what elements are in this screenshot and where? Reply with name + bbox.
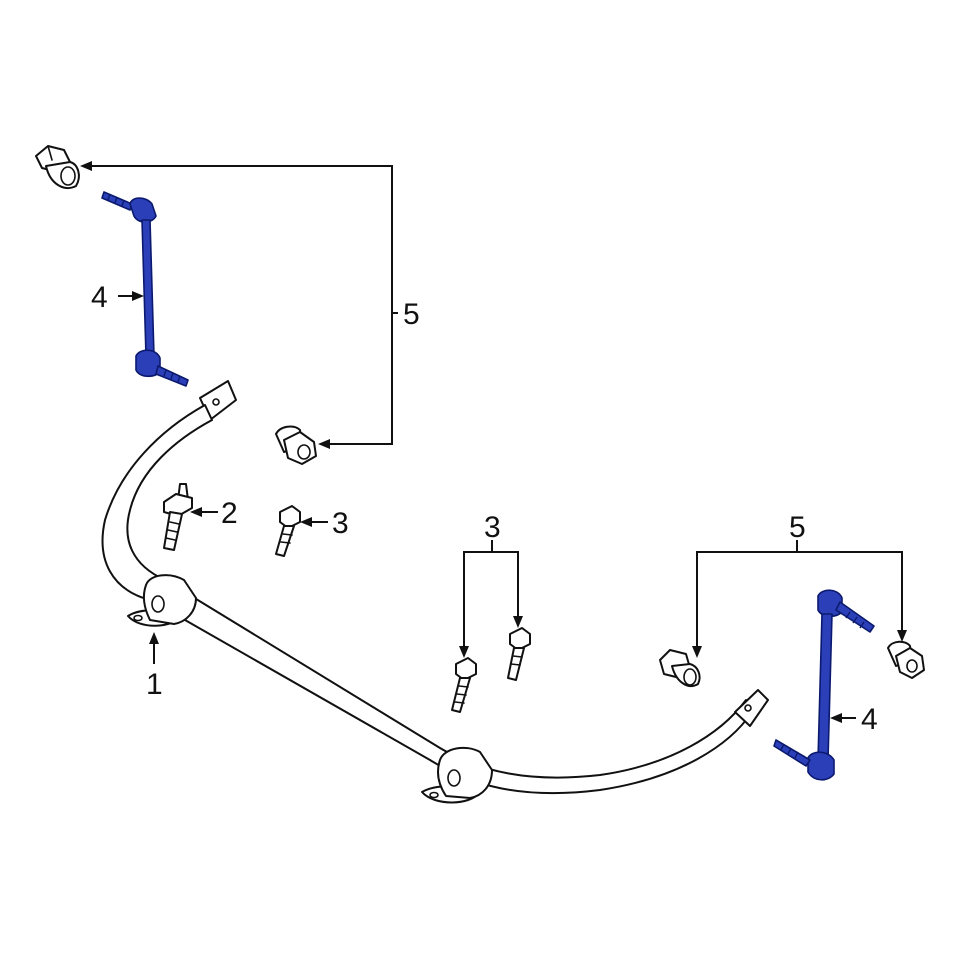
left-bracket-hole (133, 614, 143, 622)
right-bushing-bracket (421, 746, 493, 804)
bolt-3-center-right (507, 627, 531, 681)
arrow-4b (830, 713, 842, 723)
arrow-3a (300, 517, 312, 527)
stabilizer-link-left (101, 191, 189, 387)
arrow-1 (149, 632, 159, 644)
nut-right-outer (887, 640, 925, 679)
callout-4-left: 4 (91, 281, 108, 314)
right-bushing (437, 746, 493, 799)
nut-middle-left (275, 425, 317, 465)
leader-lines (80, 161, 907, 723)
arrow-3b-left (459, 646, 469, 658)
arrow-5b-left (692, 646, 702, 658)
callout-3-left: 3 (332, 507, 349, 540)
right-bushing-bore (447, 769, 461, 787)
arrow-5a-top (80, 161, 92, 171)
stabilizer-bar (101, 380, 769, 795)
callout-5-right: 5 (789, 511, 806, 544)
left-bushing-bracket (127, 574, 197, 627)
right-bracket-hole (429, 791, 439, 799)
bar-left-end-hole (212, 398, 220, 406)
nut-right-inner (659, 649, 701, 687)
arrow-2 (190, 507, 202, 517)
arrow-4a (132, 291, 144, 301)
stabilizer-link-right (773, 589, 875, 781)
bolt-3-center-left (451, 657, 477, 713)
arrow-5b-right (897, 630, 907, 642)
callout-4-right: 4 (861, 703, 878, 736)
stud-bolt-2 (163, 483, 193, 551)
bar-body (101, 404, 753, 795)
arrow-3b-right (513, 616, 523, 628)
left-bushing-bore (151, 595, 165, 613)
callout-5-upper: 5 (403, 298, 420, 331)
bar-right-end-hole (744, 704, 752, 712)
left-bushing (142, 574, 197, 625)
bolt-3-left (275, 505, 301, 557)
arrow-5a-bottom (318, 439, 330, 449)
callout-1: 1 (146, 668, 163, 701)
callout-3-center: 3 (484, 511, 501, 544)
callout-2: 2 (221, 497, 238, 530)
nut-top-left (35, 145, 80, 189)
